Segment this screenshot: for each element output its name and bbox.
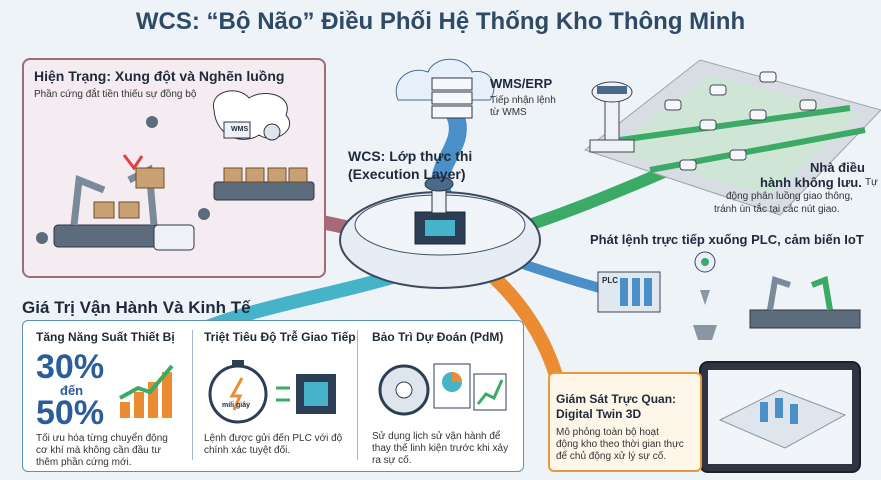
current-state-subtitle: Phần cứng đắt tiền thiếu sự đồng bộ — [34, 89, 197, 100]
wcs-label-2: (Execution Layer) — [348, 166, 466, 182]
current-state-panel: Hiện Trạng: Xung đột và Nghẽn luồng Phần… — [22, 58, 326, 278]
divider-2 — [357, 330, 358, 460]
value-section-heading: Giá Trị Vận Hành Và Kinh Tế — [22, 298, 251, 317]
wms-box-label: WMS — [231, 126, 249, 133]
digital-twin-desc-3: để chủ động xử lý sự cố. — [556, 451, 667, 462]
wms-erp-desc-1: Tiếp nhận lệnh — [490, 95, 556, 106]
air-traffic-desc-1: Tự — [865, 177, 878, 188]
col1-desc-3: thêm phần cứng mới. — [36, 457, 132, 468]
plc-label: PLC — [602, 276, 618, 285]
col3-desc-1: Sử dụng lịch sử vận hành để — [372, 431, 501, 442]
col3-desc-2: thay thế linh kiện trước khi xảy — [372, 443, 509, 454]
air-traffic-heading-1: Nhà điều — [810, 160, 865, 175]
current-state-heading: Hiện Trạng: Xung đột và Nghẽn luồng — [34, 68, 285, 84]
air-traffic-desc-3: tránh ùn tắc tại các nút giao. — [714, 204, 840, 215]
col1-desc-1: Tối ưu hóa từng chuyển động — [36, 433, 168, 444]
divider-1 — [192, 330, 193, 460]
col2-desc-2: chính xác tuyệt đối. — [204, 445, 291, 456]
cloud-server-illustration — [395, 58, 495, 119]
air-traffic-heading-2: hành không lưu. — [760, 175, 862, 190]
wms-erp-label: WMS/ERP — [490, 76, 553, 91]
stopwatch-icon — [208, 360, 336, 424]
plc-heading: Phát lệnh trực tiếp xuống PLC, cảm biến … — [590, 232, 864, 247]
col2-heading: Triệt Tiêu Độ Trễ Giao Tiếp — [204, 330, 356, 344]
page-title: WCS: “Bộ Não” Điều Phối Hệ Thống Kho Thô… — [135, 8, 746, 35]
col2-desc-1: Lệnh được gửi đến PLC với độ — [204, 433, 343, 444]
stopwatch-label: mili giây — [222, 402, 251, 409]
col1-num-from: 30% — [36, 348, 105, 386]
growth-chart-icon — [119, 364, 174, 418]
wms-erp-desc-2: từ WMS — [490, 107, 527, 118]
air-traffic-desc-2: động phân luồng giao thông, — [726, 191, 853, 202]
maintenance-icon — [378, 363, 507, 416]
wcs-brain-illustration — [339, 176, 541, 289]
wcs-label-1: WCS: Lớp thực thi — [348, 148, 473, 164]
digital-twin-heading-2: Digital Twin 3D — [556, 407, 642, 421]
col1-num-to: 50% — [36, 394, 105, 432]
col1-num-mid: đến — [60, 383, 84, 398]
digital-twin-heading-1: Giám Sát Trực Quan: — [556, 392, 677, 406]
col1-heading: Tăng Năng Suất Thiết Bị — [36, 330, 175, 344]
digital-twin-panel — [548, 372, 702, 472]
digital-twin-desc-2: động kho theo thời gian thực — [556, 439, 684, 450]
col3-desc-3: ra sự cố. — [372, 455, 412, 466]
plc-iot-illustration — [597, 251, 861, 340]
robot-conflict-illustration — [36, 90, 315, 251]
digital-twin-tablet — [699, 361, 861, 473]
col3-heading: Bảo Trì Dự Đoán (PdM) — [372, 330, 504, 344]
col1-desc-2: cơ khí mà không cần đầu tư — [36, 445, 161, 456]
runway-illustration — [583, 59, 881, 216]
digital-twin-desc-1: Mô phỏng toàn bộ hoạt — [556, 427, 659, 438]
